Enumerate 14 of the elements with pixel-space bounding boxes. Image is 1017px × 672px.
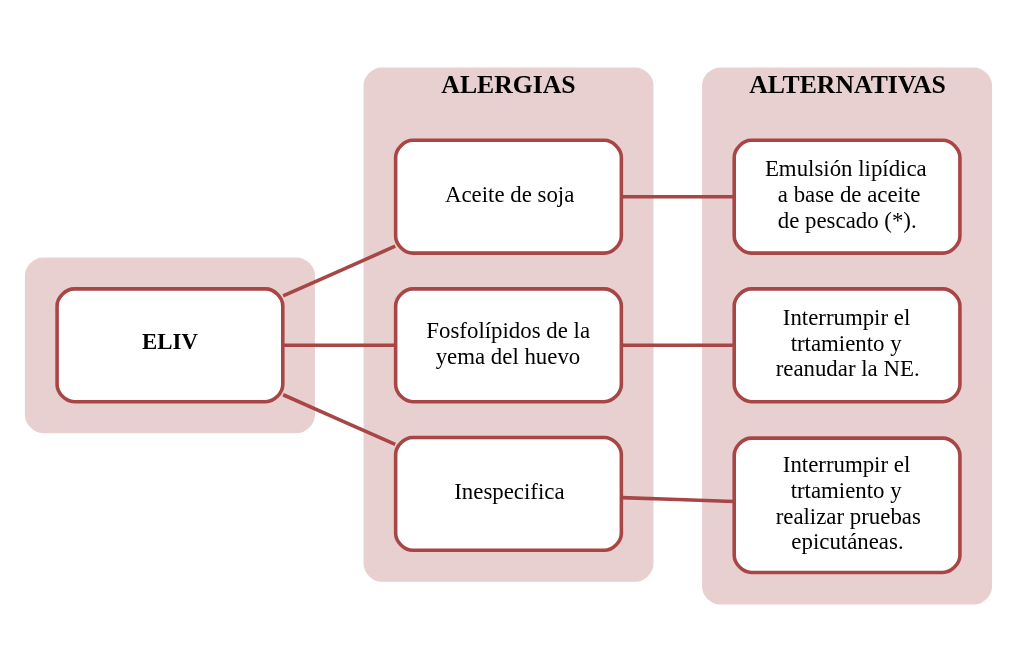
node-box: Inespecifica (393, 435, 624, 553)
connector (621, 343, 734, 348)
cluster (24, 257, 315, 434)
connector (621, 194, 734, 199)
node-box: Aceite de soja (393, 138, 624, 255)
node-box: Emulsión lipídica a base de aceite de pescado (*). (732, 138, 962, 255)
node-box: Interrumpir el trtamiento y realizar pruebas epicutáneas. (732, 436, 962, 575)
connector (621, 495, 734, 504)
node-box: ELIV (55, 287, 285, 404)
node-box: Interrumpir el trtamiento y reanudar la NE. (732, 287, 962, 404)
connector (282, 244, 396, 298)
connector (283, 343, 396, 348)
node-box: Fosfolípidos de la yema del huevo (393, 287, 624, 404)
connector (282, 393, 396, 446)
